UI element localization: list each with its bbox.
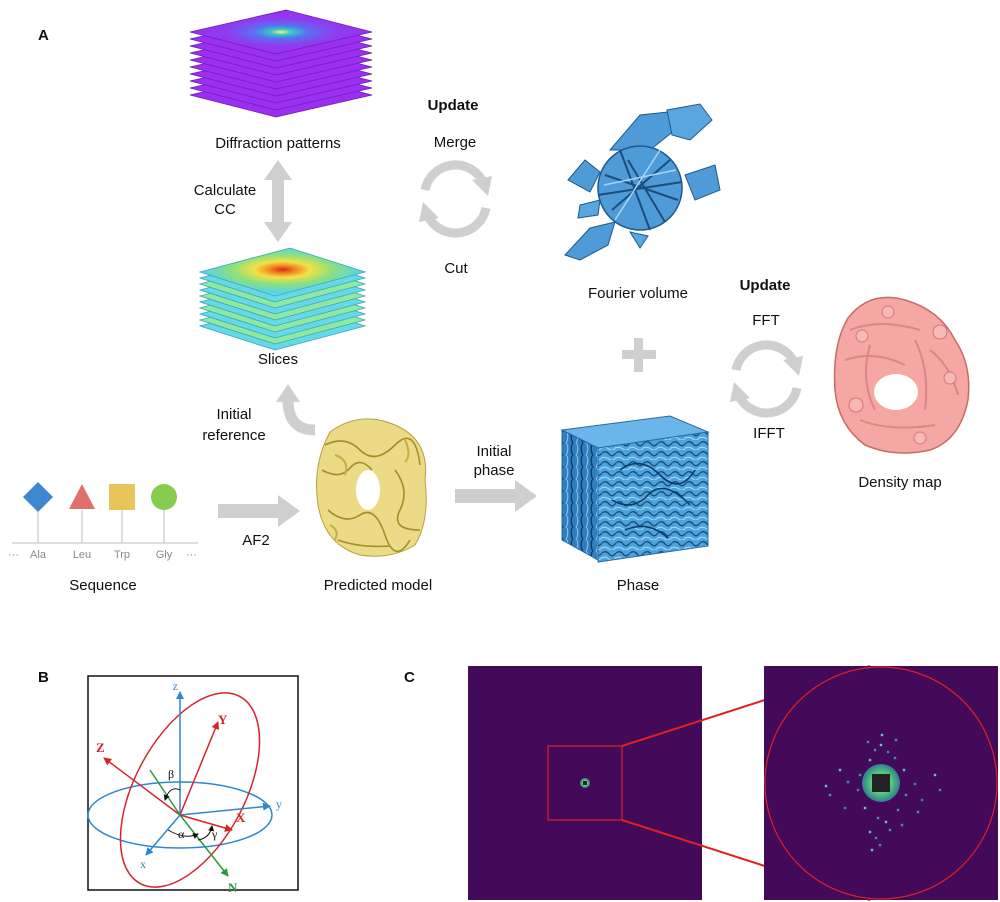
- diffraction-layer: [189, 9, 373, 55]
- plus-icon: [622, 338, 656, 372]
- speckle-dot: [843, 806, 847, 810]
- speckle-dot: [886, 750, 890, 754]
- calculate-label: Calculate: [194, 182, 257, 199]
- speckle-dot: [880, 733, 884, 737]
- residue-leu: Leu: [73, 549, 91, 561]
- speckle-dot: [904, 793, 908, 797]
- initial-reference-arrow: [276, 384, 316, 436]
- sequence-ellipsis-right: ···: [186, 549, 197, 561]
- angle-beta: β: [168, 767, 174, 781]
- phase-cube-image: [560, 415, 710, 563]
- fft-ifft-cycle-icon: [730, 340, 803, 418]
- predicted-model-label: Predicted model: [324, 577, 432, 594]
- initial-phase-arrow: [455, 480, 537, 512]
- trp-square-icon: [109, 484, 135, 510]
- angle-gamma: γ: [211, 827, 218, 841]
- speckle-dot: [916, 810, 920, 814]
- af2-label: AF2: [242, 532, 270, 549]
- gly-circle-icon: [151, 484, 177, 510]
- cut-label: Cut: [444, 260, 468, 277]
- initial-phase-label-2: phase: [474, 462, 515, 479]
- speckle-dot: [879, 743, 883, 747]
- speckle-dot: [902, 768, 906, 772]
- sequence-diagram: [12, 482, 198, 544]
- residue-trp: Trp: [114, 549, 130, 561]
- speckle-dot: [874, 836, 878, 840]
- slice-layer: [198, 247, 367, 297]
- speckle-dot: [863, 806, 867, 810]
- diffraction-patterns-label: Diffraction patterns: [215, 135, 341, 152]
- initial-phase-label-1: Initial: [476, 443, 511, 460]
- panel-b-label: B: [38, 669, 49, 686]
- residue-ala: Ala: [30, 549, 47, 561]
- ala-diamond-icon: [23, 482, 53, 512]
- calculate-cc-double-arrow: [264, 160, 292, 242]
- speckle-dot: [866, 740, 870, 744]
- update-top-label: Update: [428, 97, 479, 114]
- merge-label: Merge: [434, 134, 477, 151]
- slices-stack: [198, 247, 367, 351]
- panel-c-label: C: [404, 669, 415, 686]
- residue-gly: Gly: [156, 549, 173, 561]
- predicted-model-image: [316, 418, 427, 557]
- speckle-dot: [893, 756, 897, 760]
- axis-X-upper: X: [236, 810, 246, 825]
- speckle-dot: [900, 823, 904, 827]
- speckle-dot: [868, 758, 872, 762]
- speckle-dot: [920, 798, 924, 802]
- speckle-dot: [856, 788, 860, 792]
- speckle-dot: [868, 830, 872, 834]
- sequence-label: Sequence: [69, 577, 137, 594]
- speckle-dot: [846, 780, 850, 784]
- axis-y-lower: y: [276, 797, 282, 811]
- speckle-dot: [894, 738, 898, 742]
- phase-label: Phase: [617, 577, 660, 594]
- fft-label: FFT: [752, 312, 780, 329]
- speckle-dot: [870, 848, 874, 852]
- speckle-dot: [858, 773, 862, 777]
- euler-angle-diagram: [87, 675, 299, 891]
- speckle-dot: [838, 768, 842, 772]
- speckle-dot: [878, 843, 882, 847]
- axis-x-lower: x: [140, 857, 146, 871]
- detector-image-full: [468, 666, 702, 900]
- speckle-dot: [828, 793, 832, 797]
- axis-z-lower: z: [173, 679, 178, 693]
- detector-image-zoomed: [764, 666, 998, 900]
- initial-reference-label-2: reference: [202, 427, 265, 444]
- speckle-dot: [896, 808, 900, 812]
- af2-arrow: [218, 495, 300, 527]
- diffraction-stack: [189, 9, 373, 118]
- speckle-dot: [884, 820, 888, 824]
- speckle-dot: [876, 816, 880, 820]
- initial-reference-label-1: Initial: [216, 406, 251, 423]
- update-right-label: Update: [740, 277, 791, 294]
- speckle-dot: [824, 784, 828, 788]
- speckle-dot: [888, 828, 892, 832]
- speckle-dot: [938, 788, 942, 792]
- sequence-ellipsis-left: ···: [8, 549, 19, 561]
- angle-alpha: α: [178, 827, 185, 841]
- ifft-label: IFFT: [753, 425, 785, 442]
- axis-Z-upper: Z: [96, 740, 105, 755]
- density-map-label: Density map: [858, 474, 941, 491]
- axis-Y-upper: Y: [218, 712, 228, 727]
- speckle-dot: [873, 748, 877, 752]
- fourier-volume-image: [564, 103, 721, 261]
- axis-N-line-of-nodes: N: [228, 880, 238, 895]
- speckle-dot: [913, 782, 917, 786]
- slices-label: Slices: [258, 351, 298, 368]
- panel-a-label: A: [38, 27, 49, 44]
- fourier-volume-label: Fourier volume: [588, 285, 688, 302]
- merge-cut-cycle-icon: [419, 160, 492, 238]
- density-map-image: [833, 296, 970, 454]
- cc-label: CC: [214, 201, 236, 218]
- leu-triangle-icon: [69, 484, 95, 509]
- speckle-dot: [933, 773, 937, 777]
